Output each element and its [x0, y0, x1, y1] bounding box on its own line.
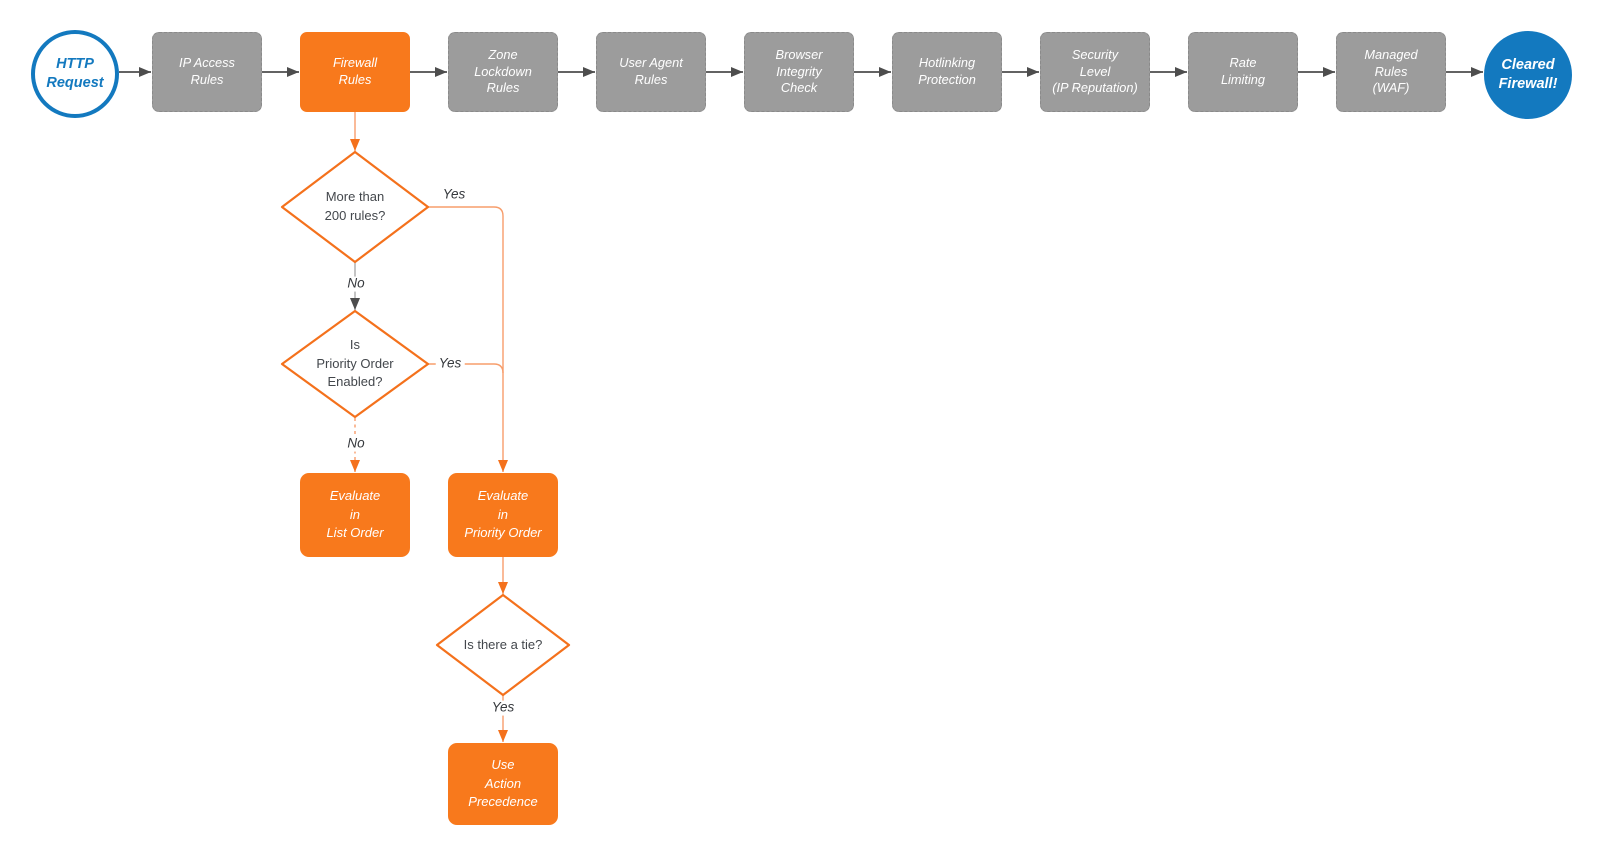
start-node-http-request: HTTP Request — [31, 30, 119, 118]
stage-ip-access-rules: IP Access Rules — [152, 32, 262, 112]
stage-user-agent-rules: User Agent Rules — [596, 32, 706, 112]
stage-firewall-rules: Firewall Rules — [300, 32, 410, 112]
decision-label-more-than-200-rules: More than 200 rules? — [324, 189, 386, 223]
stage-zone-lockdown-rules: Zone Lockdown Rules — [448, 32, 558, 112]
edge-decision2-yes-merge — [428, 363, 504, 374]
edge-label-d2-no: No — [344, 436, 368, 452]
stage-hotlinking-protection: Hotlinking Protection — [892, 32, 1002, 112]
decision-diamond-priority-order-enabled — [280, 309, 430, 419]
action-use-action-precedence: Use Action Precedence — [448, 743, 558, 825]
decision-label-is-there-a-tie: Is there a tie? — [463, 636, 543, 652]
edge-label-d3-yes: Yes — [488, 700, 518, 716]
end-node-cleared-firewall: Cleared Firewall! — [1484, 31, 1572, 119]
decision-label-priority-order-enabled: Is Priority Order Enabled? — [316, 336, 394, 390]
decision-diamond-more-than-200-rules — [280, 150, 430, 264]
edge-label-d1-no: No — [344, 276, 368, 292]
stage-managed-rules-waf: Managed Rules (WAF) — [1336, 32, 1446, 112]
stage-rate-limiting: Rate Limiting — [1188, 32, 1298, 112]
decision-diamond-is-there-a-tie — [435, 593, 571, 697]
stage-browser-integrity-check: Browser Integrity Check — [744, 32, 854, 112]
edge-label-d2-yes: Yes — [435, 356, 465, 372]
edge-label-d1-yes: Yes — [439, 187, 469, 203]
stage-security-level: Security Level (IP Reputation) — [1040, 32, 1150, 112]
action-evaluate-in-list-order: Evaluate in List Order — [300, 473, 410, 557]
edge-decision1-yes-to-priority-order — [428, 206, 508, 472]
action-evaluate-in-priority-order: Evaluate in Priority Order — [448, 473, 558, 557]
